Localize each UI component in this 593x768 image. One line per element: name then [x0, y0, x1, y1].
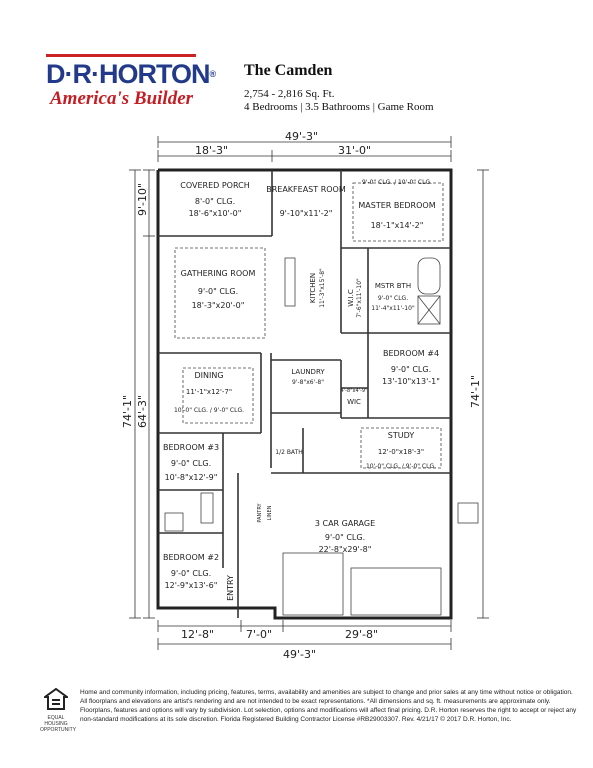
room-bedroom3-name: BEDROOM #3 — [163, 443, 219, 452]
dim-left-top: 9'-10" — [136, 183, 149, 216]
plan-summary: 4 Bedrooms | 3.5 Bathrooms | Game Room — [244, 101, 434, 113]
room-porch-size: 18'-6"x10'-0" — [189, 209, 242, 218]
room-study-clg: 10'-0" CLG. / 9'-0" CLG. — [366, 463, 436, 470]
room-gathering-name: GATHERING ROOM — [181, 269, 256, 278]
dim-bottom-a: 12'-8" — [181, 628, 214, 641]
room-bedroom4-size: 13'-10"x13'-1" — [382, 377, 440, 386]
brand-logo: D·R·HORTON® America's Builder — [46, 54, 216, 110]
dim-bottom-total: 49'-3" — [283, 648, 316, 661]
room-pantry-name: PANTRY — [257, 502, 263, 522]
dim-bottom-c: 29'-8" — [345, 628, 378, 641]
room-study-name: STUDY — [388, 431, 415, 440]
room-wic-size: 7'-6"x11'-10" — [356, 278, 363, 318]
room-bedroom2-clg: 9'-0" CLG. — [171, 569, 211, 578]
room-mstr-bth-clg: 9'-0" CLG. — [378, 295, 408, 302]
room-gathering-size: 18'-3"x20'-0" — [192, 301, 245, 310]
room-bedroom3-clg: 9'-0" CLG. — [171, 459, 211, 468]
room-mstr-bth-name: MSTR BTH — [375, 282, 411, 290]
dim-left-depth: 74'-1" — [121, 395, 134, 428]
plan-sqft: 2,754 - 2,816 Sq. Ft. — [244, 88, 335, 100]
room-dining-clg: 10'-0" CLG. / 9'-0" CLG. — [174, 407, 244, 414]
room-half-bath-name: 1/2 BATH — [275, 449, 303, 456]
dim-right-depth: 74'-1" — [469, 375, 482, 408]
room-bedroom2-size: 12'-9"x13'-6" — [165, 581, 218, 590]
room-kitchen-size: 11'-3"x15'-8" — [319, 268, 326, 308]
room-bedroom4-name: BEDROOM #4 — [383, 349, 439, 358]
equal-housing-text: EQUAL HOUSING OPPORTUNITY — [40, 715, 77, 733]
room-porch-clg: 8'-0" CLG. — [195, 197, 235, 206]
plan-title: The Camden — [244, 62, 333, 79]
room-dining-name: DINING — [194, 371, 223, 380]
room-breakfast-name: BREAKFEAST ROOM — [266, 185, 346, 194]
room-garage-name: 3 CAR GARAGE — [315, 519, 375, 528]
floor-plan: 49'-3" 18'-3" 31'-0" 12'-8" 7'-0" 29'-8"… — [121, 130, 489, 661]
room-master-name: MASTER BEDROOM — [358, 201, 435, 210]
room-porch-name: COVERED PORCH — [180, 181, 249, 190]
brand-name: D·R·HORTON — [46, 59, 210, 89]
room-garage-clg: 9'-0" CLG. — [325, 533, 365, 542]
room-wic2-size: 4'-8"x4'-9" — [341, 388, 368, 394]
brand-trademark: ® — [209, 69, 216, 79]
room-bedroom4-clg: 9'-0" CLG. — [391, 365, 431, 374]
dim-bottom-b: 7'-0" — [246, 628, 272, 641]
brand-tagline: America's Builder — [50, 88, 194, 109]
equal-housing-logo: EQUAL HOUSING OPPORTUNITY — [40, 687, 77, 733]
room-laundry-size: 9'-8"x6'-8" — [292, 379, 324, 386]
room-mstr-bth-size: 11'-4"x11'-10" — [371, 305, 415, 312]
room-wic-name: W.I.C — [347, 289, 355, 307]
room-breakfast-size: 9'-10"x11'-2" — [280, 209, 333, 218]
room-bedroom3-size: 10'-8"x12'-9" — [165, 473, 218, 482]
dim-top-total: 49'-3" — [285, 130, 318, 143]
dim-left-inner: 64'-3" — [136, 395, 149, 428]
room-dining-size: 11'-1"x12'-7" — [186, 388, 232, 396]
room-linen-name: LINEN — [267, 505, 273, 520]
dim-top-right: 31'-0" — [338, 144, 371, 157]
room-gathering-clg: 9'-0" CLG. — [198, 287, 238, 296]
room-master-size: 18'-1"x14'-2" — [371, 221, 424, 230]
room-laundry-name: LAUNDRY — [291, 368, 325, 376]
equal-housing-icon — [41, 687, 71, 710]
room-wic2-name: WIC — [347, 398, 361, 406]
room-entry-name: ENTRY — [226, 575, 235, 601]
plan-specs: 2,754 - 2,816 Sq. Ft. 4 Bedrooms | 3.5 B… — [244, 88, 434, 114]
room-master-clg: 9'-0" CLG. / 10'-0" CLG. — [362, 179, 432, 186]
dim-top-left: 18'-3" — [195, 144, 228, 157]
disclaimer-text: Home and community information, includin… — [80, 689, 577, 723]
room-bedroom2-name: BEDROOM #2 — [163, 553, 219, 562]
room-kitchen-name: KITCHEN — [309, 273, 317, 303]
room-study-size: 12'-0"x18'-3" — [378, 448, 424, 456]
brand-accent-bar — [46, 54, 196, 57]
room-garage-size: 22'-8"x29'-8" — [319, 545, 372, 554]
